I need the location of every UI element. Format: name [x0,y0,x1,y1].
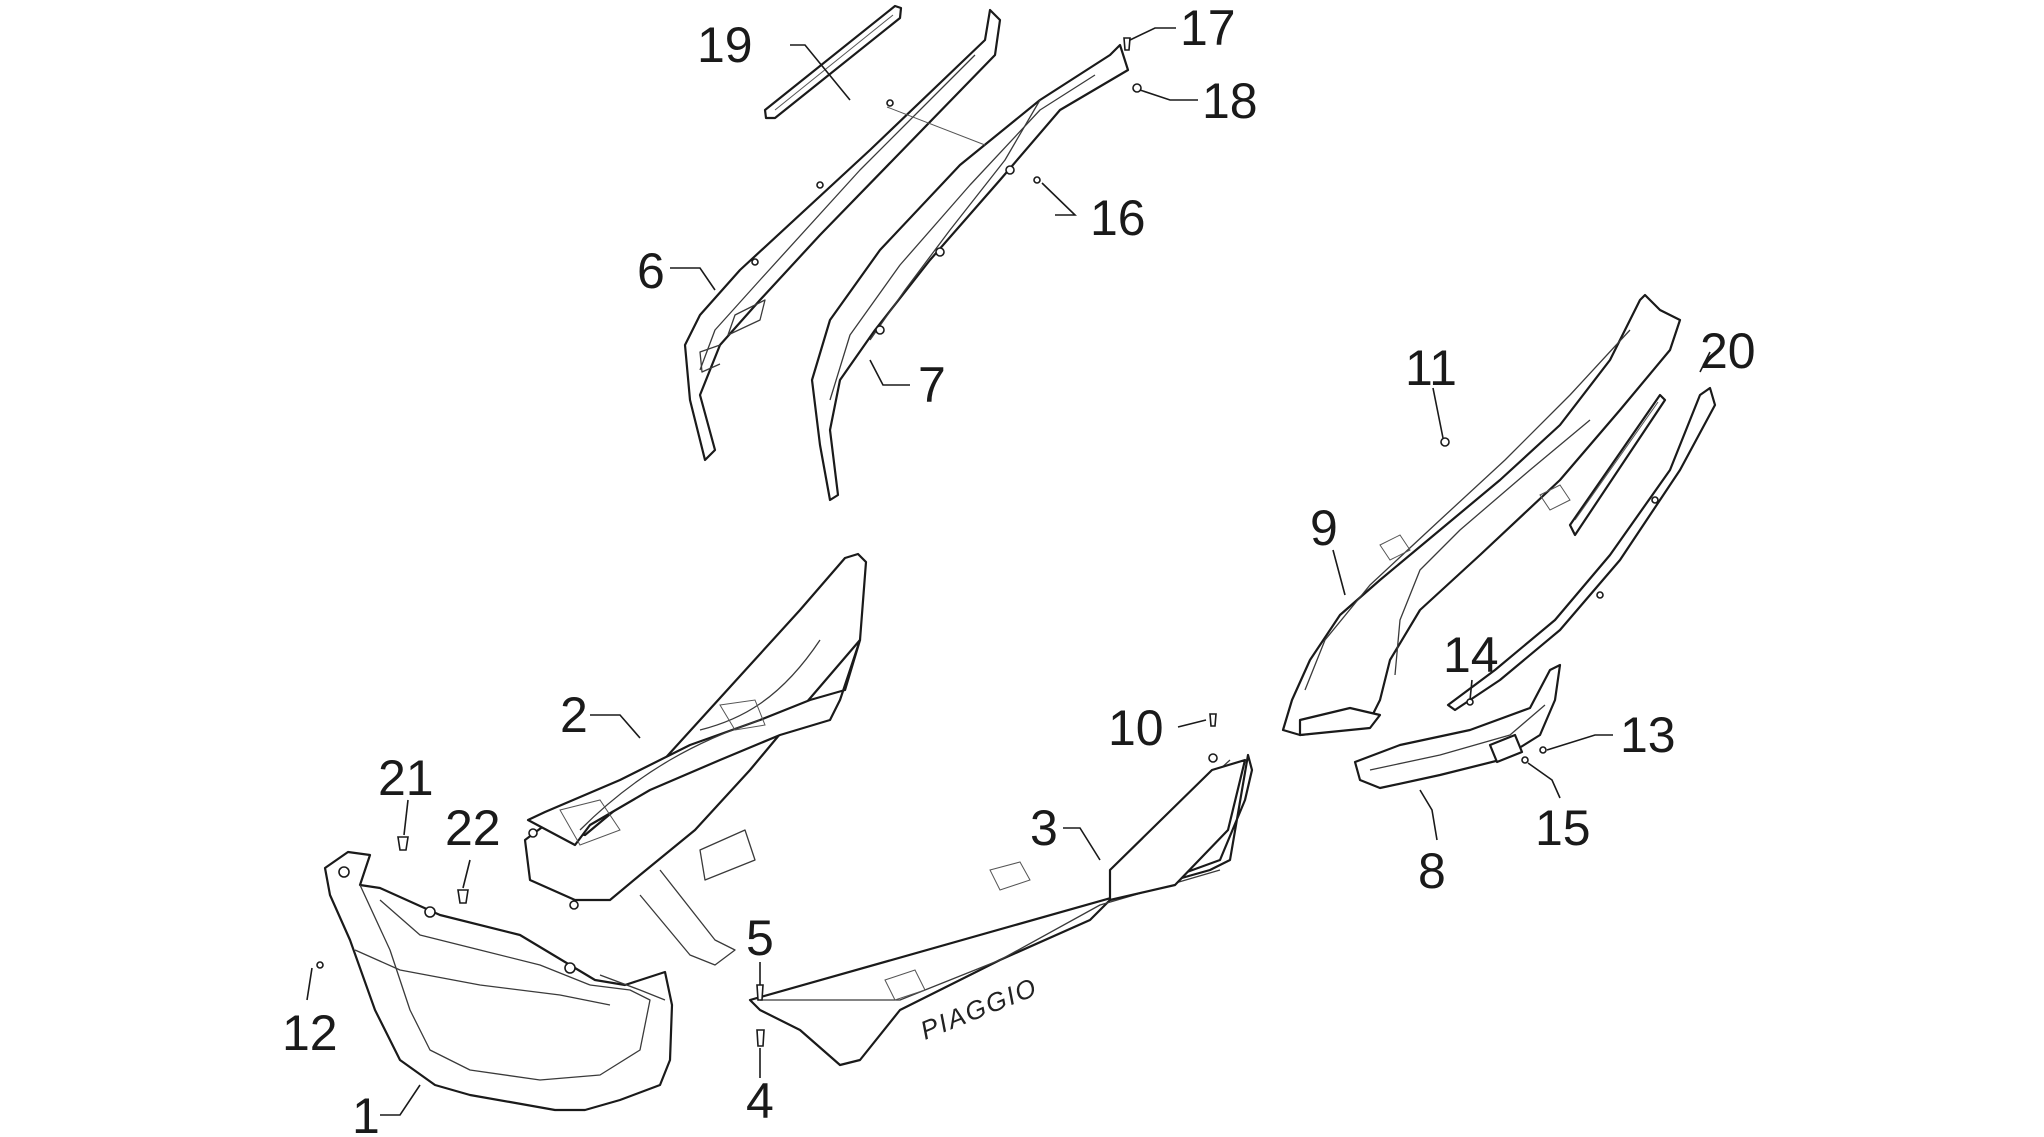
leader-2 [590,714,641,739]
callout-11: 11 [1405,340,1457,396]
part-22-clip [457,889,469,904]
part-right-thin-rail [1446,386,1717,712]
callout-16: 16 [1090,190,1146,246]
leader-16 [1041,182,1077,216]
leader-21 [403,799,409,836]
part-8-lower-trim [1353,663,1562,790]
leader-22 [462,859,471,889]
part-3-floorboard-base: PIAGGIO [748,753,1254,1067]
leader-11 [1432,387,1444,439]
part-6-inner-rail [683,8,1002,462]
callout-6: 6 [637,243,665,299]
part-4-screw [756,1029,765,1047]
leader-7 [869,359,910,386]
callout-5: 5 [746,910,774,966]
part-12-screw [316,961,324,969]
callout-3: 3 [1030,800,1058,856]
leader-9 [1332,549,1346,596]
callout-4: 4 [746,1073,774,1129]
part-2-floorboard-left [523,552,868,966]
leader-15 [1527,762,1561,799]
callout-18: 18 [1202,73,1258,129]
part-15-screw [1521,756,1529,764]
leader-13 [1546,734,1613,751]
leader-8 [1419,789,1438,841]
callout-21: 21 [378,750,434,806]
part-21-clip [397,836,409,851]
part-19-trim-strip [763,4,903,120]
leader-17 [1129,27,1176,41]
part-16-screw [1033,176,1041,184]
callout-17: 17 [1180,0,1236,56]
leader-1 [380,1084,421,1116]
part-17-screw [1123,37,1131,51]
leader-19 [790,44,851,101]
leader-6 [670,267,716,291]
part-18-clip [1132,83,1142,93]
callout-1: 1 [352,1088,380,1137]
part-20-trim [1568,393,1667,537]
callout-15: 15 [1535,800,1591,856]
part-9-right-side-panel [1281,293,1682,737]
callout-8: 8 [1418,843,1446,899]
leader-lines [306,27,1711,1116]
callout-14: 14 [1443,627,1499,683]
callout-19: 19 [697,17,753,73]
assembly-line-6-7 [886,106,986,146]
callout-7: 7 [918,357,946,413]
leader-18 [1139,89,1198,101]
callout-labels: 19 17 18 16 6 7 11 20 9 2 14 10 13 21 22… [282,0,1756,1137]
callout-9: 9 [1310,500,1338,556]
leader-12 [306,967,313,1001]
leader-20 [1699,351,1711,373]
callout-13: 13 [1620,707,1676,763]
callout-22: 22 [445,800,501,856]
leader-10 [1177,719,1207,728]
callout-20: 20 [1700,323,1756,379]
callout-2: 2 [560,687,588,743]
callout-10: 10 [1108,700,1164,756]
callout-12: 12 [282,1005,338,1061]
leader-14 [1469,679,1473,701]
part-1-front-lower-cover [323,850,674,1112]
part-10-screw [1209,713,1217,727]
part-11-screw [1440,437,1450,447]
leader-3 [1063,827,1101,861]
part-7-side-panel [810,43,1130,502]
part-13-screw [1539,746,1547,754]
part-5-screw [756,984,764,1001]
